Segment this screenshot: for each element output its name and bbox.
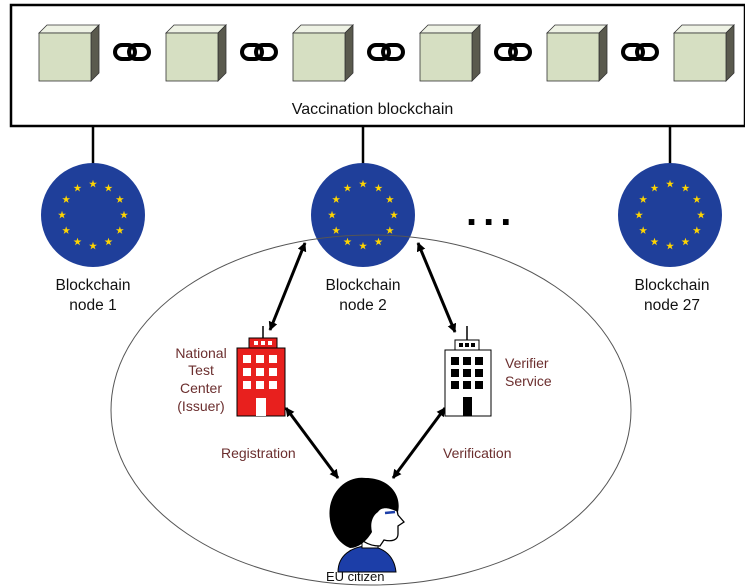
arrow-verification bbox=[391, 407, 447, 479]
issuer-label-line3: Center bbox=[179, 380, 223, 396]
verifier-label-line1: Verifier bbox=[505, 355, 549, 371]
issuer-label-line2: Test bbox=[188, 362, 214, 378]
chain-link-icon bbox=[367, 43, 405, 61]
node-2-label-line2: node 2 bbox=[339, 297, 387, 314]
block-row bbox=[38, 24, 735, 82]
node-1-label-line2: node 1 bbox=[69, 297, 117, 314]
block-icon bbox=[419, 24, 481, 82]
issuer-label-line1: National bbox=[175, 345, 227, 361]
eu-flag-icon bbox=[311, 163, 415, 267]
blockchain-title: Vaccination blockchain bbox=[291, 101, 454, 118]
verification-label: Verification bbox=[443, 445, 512, 461]
verifier-building-icon bbox=[444, 326, 492, 417]
node-27-label-line1: Blockchain bbox=[634, 277, 710, 294]
block-icon bbox=[546, 24, 608, 82]
block-icon bbox=[165, 24, 227, 82]
issuer-building-icon bbox=[236, 326, 286, 417]
eu-flag-icon bbox=[618, 163, 722, 267]
trust-domain-ellipse bbox=[110, 234, 632, 586]
arrow-registration bbox=[284, 407, 340, 479]
arrow-issuer-node2 bbox=[268, 242, 307, 331]
chain-link-icon bbox=[113, 43, 151, 61]
eu-flag-icon bbox=[41, 163, 145, 267]
node-2-label-line1: Blockchain bbox=[325, 277, 401, 294]
block-icon bbox=[673, 24, 735, 82]
chain-link-icon bbox=[494, 43, 532, 61]
node-27-label-line2: node 27 bbox=[643, 297, 701, 314]
registration-label: Registration bbox=[221, 445, 296, 461]
block-icon bbox=[38, 24, 100, 82]
citizen-icon bbox=[329, 477, 405, 573]
issuer-label-line4: (Issuer) bbox=[177, 398, 225, 414]
block-icon bbox=[292, 24, 354, 82]
verifier-label-line2: Service bbox=[505, 373, 552, 389]
more-nodes-ellipsis: ... bbox=[466, 190, 518, 234]
chain-link-icon bbox=[240, 43, 278, 61]
arrow-verifier-node2 bbox=[416, 242, 457, 333]
chain-link-icon bbox=[621, 43, 659, 61]
blockchain-box bbox=[9, 3, 745, 128]
node-1-label-line1: Blockchain bbox=[55, 277, 131, 294]
citizen-label: EU citizen bbox=[326, 569, 385, 584]
